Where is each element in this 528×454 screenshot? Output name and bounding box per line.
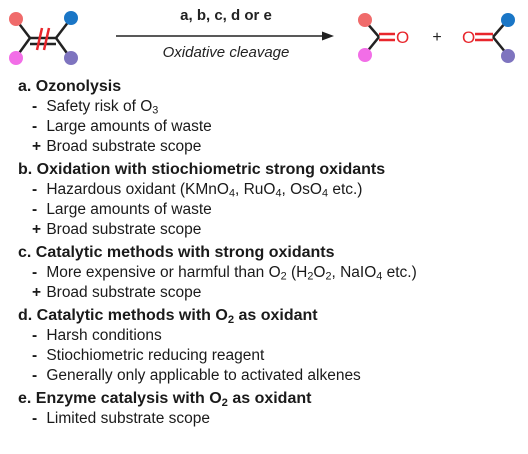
method-c-items: - More expensive or harmful than O2 (H2O… — [18, 263, 523, 303]
drawback-item: - Safety risk of O3 — [18, 97, 523, 117]
subscript: 2 — [280, 270, 287, 283]
text-fragment: Safety risk of O — [46, 98, 153, 115]
text-fragment: O — [313, 264, 326, 281]
drawback-item: - Large amounts of waste — [18, 117, 523, 137]
plus-marker: + — [32, 138, 42, 155]
substituent-blue — [501, 13, 515, 27]
plus-sign: + — [432, 29, 441, 46]
advantage-item: + Broad substrate scope — [18, 283, 523, 303]
substituent-red — [358, 13, 372, 27]
arrow-head — [322, 31, 334, 41]
advantage-item: + Broad substrate scope — [18, 137, 523, 157]
drawback-item: - Limited substrate scope — [18, 409, 523, 429]
text-fragment: etc.) — [328, 181, 363, 198]
text-fragment: Limited substrate scope — [46, 410, 211, 427]
text-fragment: etc.) — [382, 264, 417, 281]
plus-marker: + — [32, 221, 42, 238]
text-fragment: e. Enzyme catalysis with O — [18, 390, 222, 407]
text-fragment: Large amounts of waste — [46, 118, 212, 135]
minus-marker: - — [32, 347, 38, 364]
text-fragment: Generally only applicable to activated a… — [46, 367, 361, 384]
substituent-purple — [501, 49, 515, 63]
subscript: 3 — [152, 104, 159, 117]
oxygen-atom: O — [396, 28, 409, 47]
subscript: 2 — [227, 313, 235, 326]
minus-marker: - — [32, 98, 38, 115]
method-a-heading: a. Ozonolysis — [18, 78, 122, 95]
substituent-purple — [64, 51, 78, 65]
method-b-items: - Hazardous oxidant (KMnO4, RuO4, OsO4 e… — [18, 180, 523, 240]
method-e-items: - Limited substrate scope — [18, 409, 523, 429]
conditions-label: Oxidative cleavage — [163, 44, 290, 61]
minus-marker: - — [32, 410, 38, 427]
text-fragment: Harsh conditions — [46, 327, 162, 344]
text-fragment: Broad substrate scope — [46, 138, 202, 155]
minus-marker: - — [32, 201, 38, 218]
starting-alkene — [9, 11, 78, 65]
method-d-items: - Harsh conditions- Stiochiometric reduc… — [18, 326, 523, 386]
advantage-item: + Broad substrate scope — [18, 220, 523, 240]
text-fragment: Large amounts of waste — [46, 201, 212, 218]
substituent-magenta — [358, 48, 372, 62]
text-fragment: as oxidant — [234, 307, 318, 324]
minus-marker: - — [32, 367, 38, 384]
subscript: 2 — [325, 270, 332, 283]
drawback-item: - Generally only applicable to activated… — [18, 366, 523, 386]
subscript: 4 — [376, 270, 383, 283]
product-carbonyl-left: O — [358, 13, 409, 62]
text-fragment: Hazardous oxidant (KMnO — [46, 181, 229, 198]
text-fragment: (H — [286, 264, 308, 281]
drawback-item: - Large amounts of waste — [18, 200, 523, 220]
drawback-item: - Stiochiometric reducing reagent — [18, 346, 523, 366]
subscript: 2 — [307, 270, 314, 283]
drawback-item: - Hazardous oxidant (KMnO4, RuO4, OsO4 e… — [18, 180, 523, 200]
minus-marker: - — [32, 118, 38, 135]
text-fragment: d. Catalytic methods with O — [18, 307, 228, 324]
method-c-heading: c. Catalytic methods with strong oxidant… — [18, 244, 335, 261]
cleavage-mark — [42, 27, 51, 51]
subscript: 4 — [321, 187, 329, 200]
subscript: 4 — [228, 187, 235, 200]
cleavage-mark — [35, 27, 44, 51]
text-fragment: Stiochiometric reducing reagent — [46, 347, 265, 364]
method-e-heading: e. Enzyme catalysis with O2 as oxidant — [18, 389, 523, 409]
drawback-item: - More expensive or harmful than O2 (H2O… — [18, 263, 523, 283]
substituent-blue — [64, 11, 78, 25]
methods-list: a. Ozonolysis - Safety risk of O3- Large… — [18, 77, 523, 432]
subscript: 2 — [221, 396, 228, 409]
text-fragment: Broad substrate scope — [46, 284, 202, 301]
substituent-magenta — [9, 51, 23, 65]
subscript: 4 — [275, 187, 282, 200]
method-a-items: - Safety risk of O3- Large amounts of wa… — [18, 97, 523, 157]
text-fragment: Broad substrate scope — [46, 221, 202, 238]
reaction-scheme: a, b, c, d or e Oxidative cleavage O + O — [9, 7, 515, 65]
oxygen-atom: O — [462, 28, 475, 47]
reagents-label: a, b, c, d or e — [180, 7, 272, 24]
product-carbonyl-right: O — [462, 13, 515, 63]
minus-marker: - — [32, 264, 38, 281]
text-fragment: , OsO — [281, 181, 322, 198]
plus-marker: + — [32, 284, 42, 301]
method-b-heading: b. Oxidation with stiochiometric strong … — [18, 161, 386, 178]
text-fragment: as oxidant — [227, 390, 312, 407]
text-fragment: More expensive or harmful than O — [46, 264, 281, 281]
minus-marker: - — [32, 181, 38, 198]
minus-marker: - — [32, 327, 38, 344]
text-fragment: , RuO — [234, 181, 276, 198]
text-fragment: , NaIO — [331, 264, 377, 281]
method-d-heading: d. Catalytic methods with O2 as oxidant — [18, 306, 523, 326]
substituent-red — [9, 12, 23, 26]
drawback-item: - Harsh conditions — [18, 326, 523, 346]
